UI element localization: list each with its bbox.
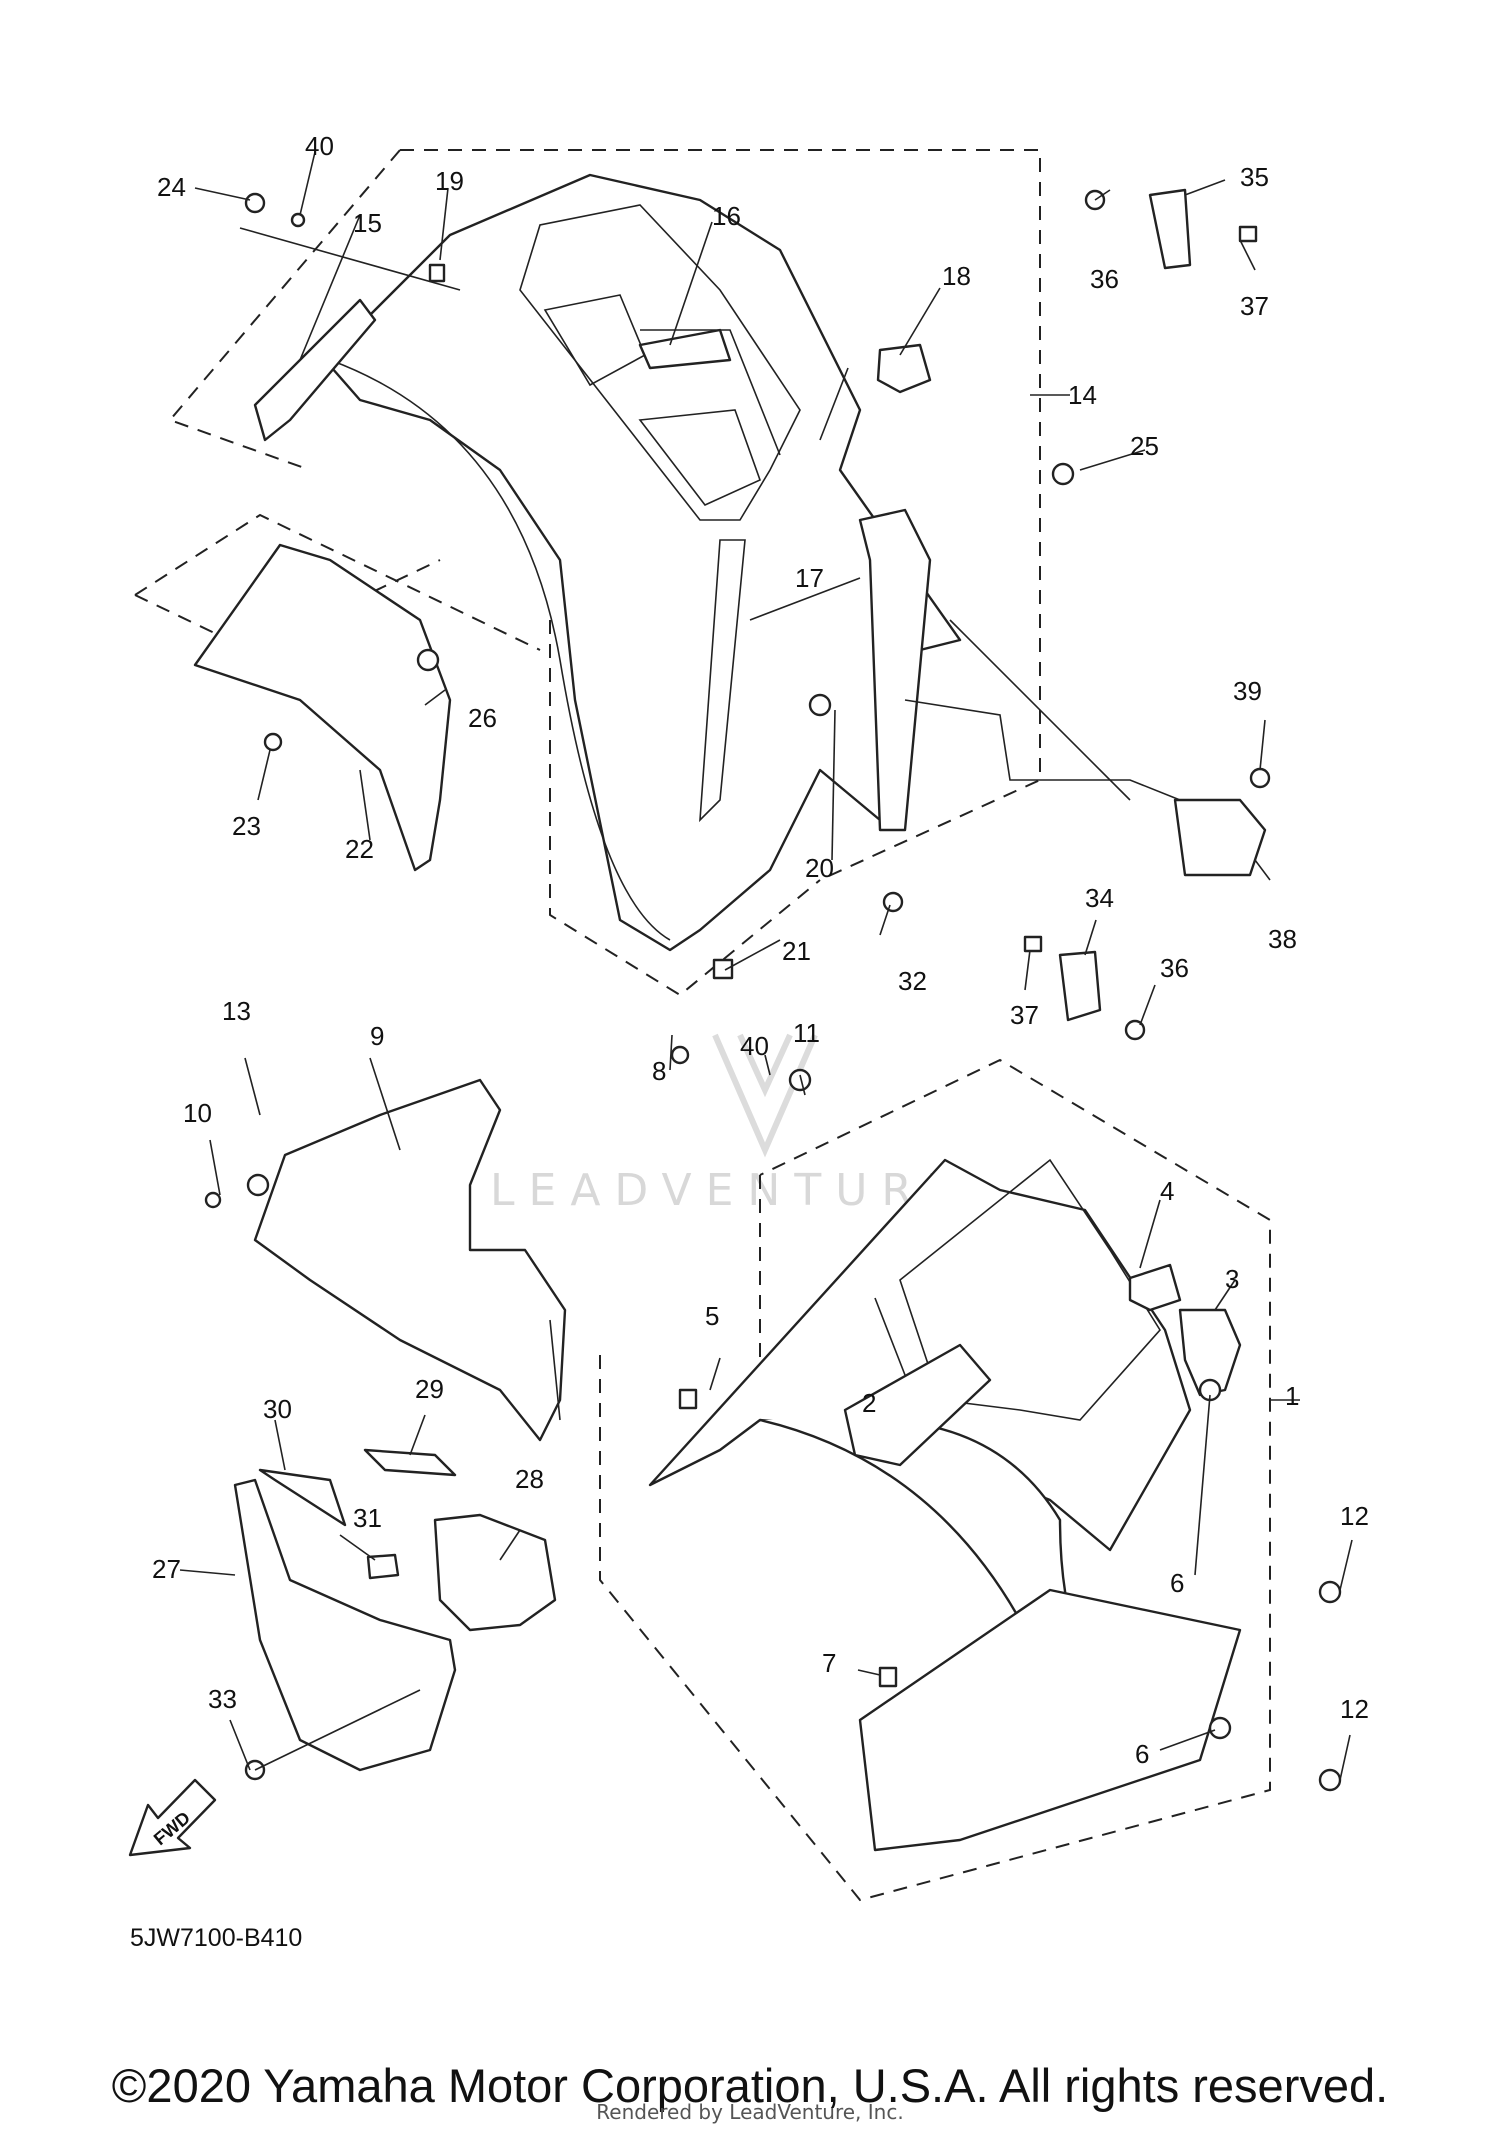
callout-29: 29 xyxy=(415,1374,444,1404)
callout-25: 25 xyxy=(1130,431,1159,461)
callout-24: 24 xyxy=(157,172,186,202)
callout-11: 11 xyxy=(793,1018,820,1048)
callout-31: 31 xyxy=(353,1503,382,1533)
strip-part-17 xyxy=(858,508,932,832)
upper-cowling-part-14 xyxy=(323,173,962,952)
callout-13: 13 xyxy=(222,996,251,1026)
callout-15: 15 xyxy=(353,208,382,238)
callout-7: 7 xyxy=(822,1648,836,1678)
callout-6: 6 xyxy=(1170,1568,1184,1598)
inner-panel-part-22 xyxy=(193,543,452,872)
callout-38: 38 xyxy=(1268,924,1297,954)
fwd-arrow-icon: FWD xyxy=(128,1778,217,1857)
callout-12: 12 xyxy=(1340,1501,1369,1531)
diagram-code: 5JW7100-B410 xyxy=(130,1924,303,1952)
bracket-part-38 xyxy=(1173,798,1267,877)
strip-part-29 xyxy=(363,1448,457,1477)
callout-30: 30 xyxy=(263,1394,292,1424)
callout-36b: 36 xyxy=(1160,953,1189,983)
callout-28: 28 xyxy=(515,1464,544,1494)
callouts: 1 2 3 4 5 6 6 7 8 9 10 11 12 12 13 14 15… xyxy=(152,131,1369,1769)
panel-part-28 xyxy=(433,1513,557,1632)
callout-4: 4 xyxy=(1160,1176,1174,1206)
bracket-part-34 xyxy=(1058,950,1102,1022)
pad-part-16 xyxy=(638,328,732,370)
callout-27: 27 xyxy=(152,1554,181,1584)
callout-22: 22 xyxy=(345,834,374,864)
rendered-by-text: Rendered by LeadVenture, Inc. xyxy=(596,2100,904,2124)
callout-10: 10 xyxy=(183,1098,212,1128)
copyright-text: ©2020 Yamaha Motor Corporation, U.S.A. A… xyxy=(111,2059,1389,2112)
strip-part-30 xyxy=(258,1468,347,1527)
callout-32: 32 xyxy=(898,966,927,996)
callout-5: 5 xyxy=(705,1301,719,1331)
leader-lines-upper xyxy=(194,151,1271,1026)
callout-1: 1 xyxy=(1285,1381,1299,1411)
under-cowl-part-27 xyxy=(233,1478,457,1772)
fasteners-lower xyxy=(204,1045,1342,1792)
lower-cowling-part-1 xyxy=(648,1158,1242,1852)
callout-17: 17 xyxy=(795,563,824,593)
callout-19: 19 xyxy=(435,166,464,196)
callout-3: 3 xyxy=(1225,1264,1239,1294)
side-panel-part-9 xyxy=(253,1078,567,1442)
bracket-part-35 xyxy=(1148,188,1192,270)
callout-14: 14 xyxy=(1068,380,1097,410)
leader-lines-lower xyxy=(179,1034,1353,1781)
callout-37: 37 xyxy=(1240,291,1269,321)
callout-36: 36 xyxy=(1090,264,1119,294)
callout-16: 16 xyxy=(712,201,741,231)
callout-20: 20 xyxy=(805,853,834,883)
callout-21: 21 xyxy=(782,936,811,966)
callout-34: 34 xyxy=(1085,883,1114,913)
callout-12b: 12 xyxy=(1340,1694,1369,1724)
callout-9: 9 xyxy=(370,1021,384,1051)
lower-dashed-outline xyxy=(599,1058,1271,1902)
callout-26: 26 xyxy=(468,703,497,733)
callout-18: 18 xyxy=(942,261,971,291)
callout-2: 2 xyxy=(862,1388,876,1418)
callout-8: 8 xyxy=(652,1056,666,1086)
callout-6b: 6 xyxy=(1135,1739,1149,1769)
pad-part-3 xyxy=(1178,1308,1242,1397)
callout-40: 40 xyxy=(305,131,334,161)
callout-40b: 40 xyxy=(740,1031,769,1061)
pad-part-18 xyxy=(876,343,932,394)
callout-23: 23 xyxy=(232,811,261,841)
panel-part-15 xyxy=(253,298,377,442)
fasteners-upper xyxy=(244,189,1271,1041)
callout-39: 39 xyxy=(1233,676,1262,706)
insert-part-2 xyxy=(843,1343,992,1467)
pad-part-4 xyxy=(1128,1263,1182,1312)
callout-33: 33 xyxy=(208,1684,237,1714)
pad-part-31 xyxy=(366,1553,400,1580)
callout-37b: 37 xyxy=(1010,1000,1039,1030)
watermark-text: LEADVENTURE xyxy=(490,1165,968,1216)
callout-35: 35 xyxy=(1240,162,1269,192)
